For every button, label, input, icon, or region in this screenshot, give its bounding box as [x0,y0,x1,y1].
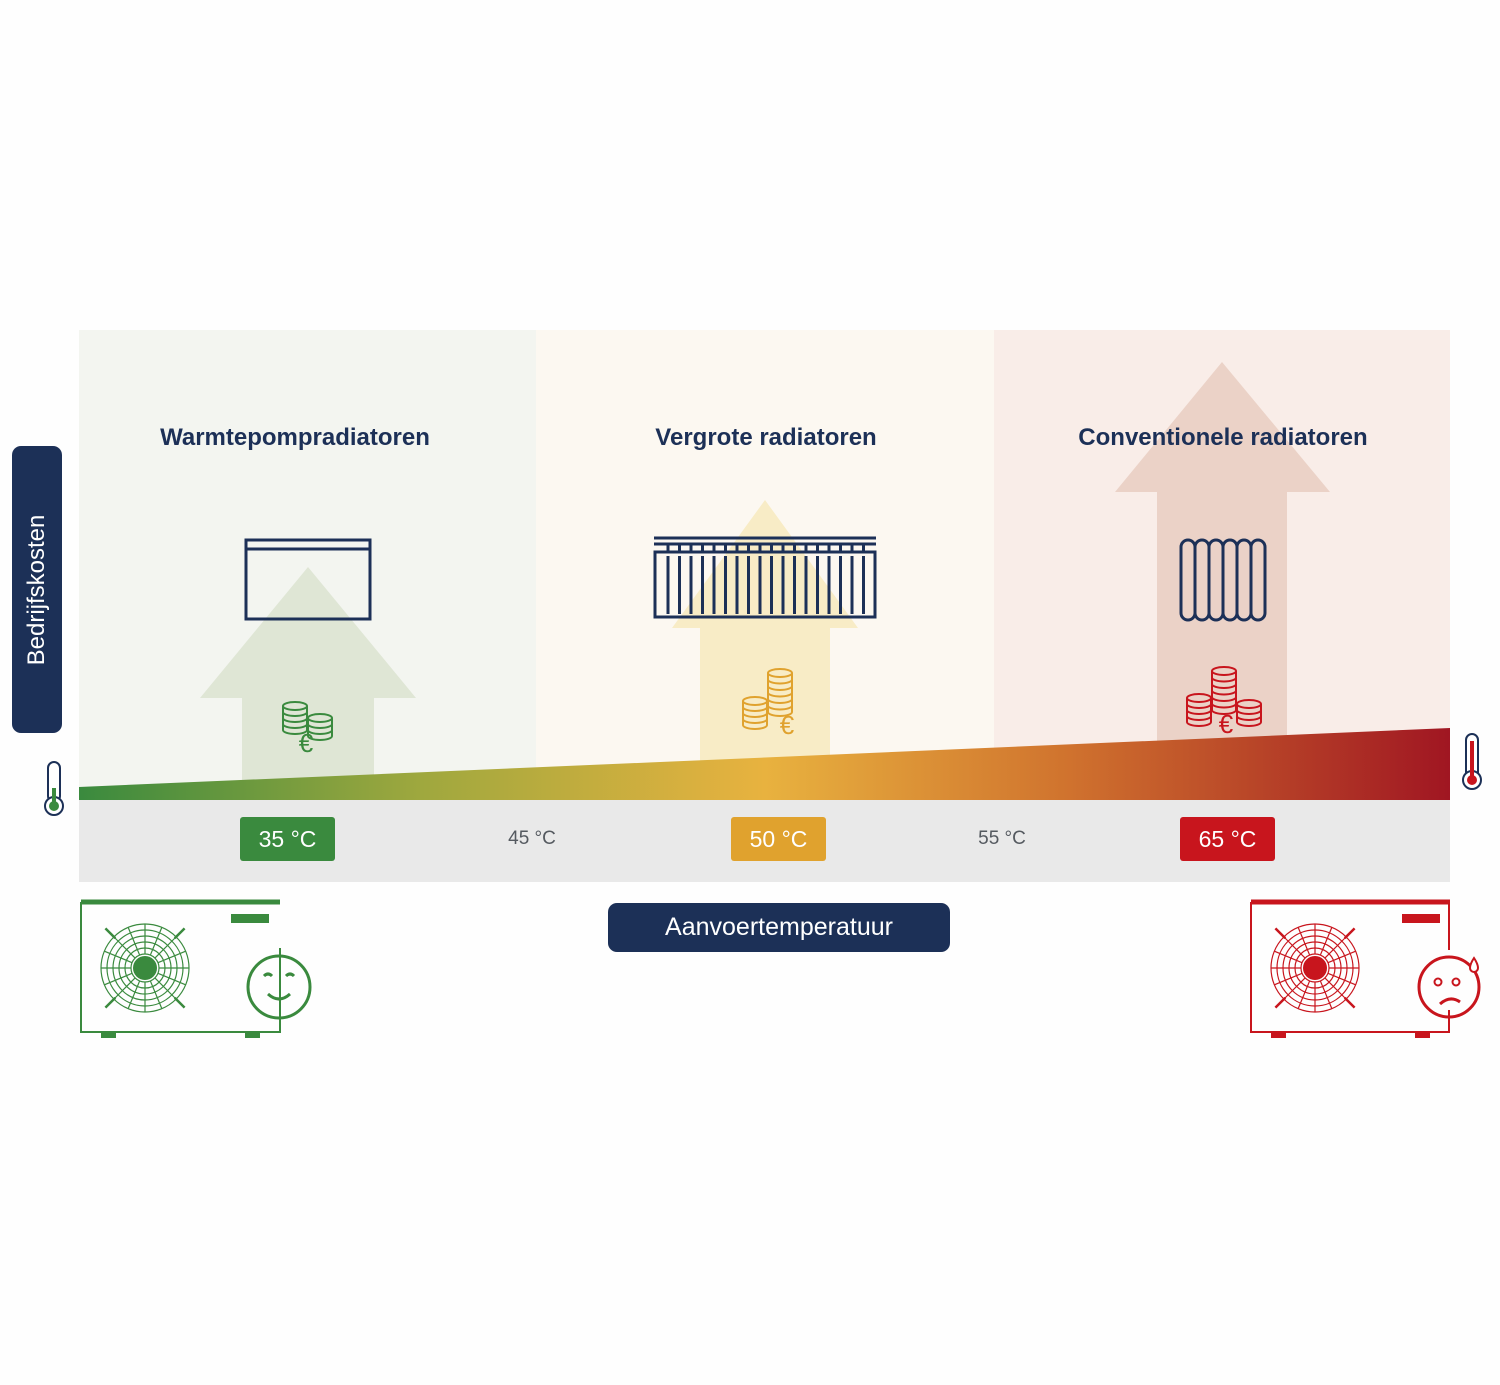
column-radiator-icon [1179,538,1267,622]
euro-coins-icon-orange: € [742,668,795,740]
column-title-conventional-radiators: Conventionele radiatoren [1078,424,1368,451]
smiley-face-icon [246,954,312,1020]
y-axis-label-text: Bedrijfskosten [23,514,50,665]
temperature-wedge [79,728,1450,800]
x-axis-label: Aanvoertemperatuur [608,903,950,952]
heat-pump-green-icon [80,899,281,1038]
temp-tick-55: 55 °C [978,828,1026,849]
column-title-heat-pump-radiators: Warmtepompradiatoren [160,424,430,451]
temp-badge-50: 50 °C [731,817,826,861]
y-axis-label: Bedrijfskosten [12,446,62,733]
panel-radiator-icon [244,538,372,621]
thermometer-high-icon [1462,733,1482,790]
svg-text:€: € [780,710,795,740]
cost-arrow-medium [672,500,858,800]
cost-arrow-low [200,567,416,800]
column-title-enlarged-radiators: Vergrote radiatoren [655,424,877,451]
temp-badge-35: 35 °C [240,817,335,861]
svg-text:€: € [299,728,314,758]
euro-coins-icon-green: € [282,701,333,758]
large-radiator-icon [653,536,877,619]
sweating-face-icon [1417,955,1481,1019]
svg-text:€: € [1219,709,1234,739]
euro-coins-icon-red: € [1186,666,1262,739]
temp-badge-65: 65 °C [1180,817,1275,861]
heat-pump-red-icon [1250,899,1450,1038]
thermometer-low-icon [44,761,64,816]
temp-tick-45: 45 °C [508,828,556,849]
